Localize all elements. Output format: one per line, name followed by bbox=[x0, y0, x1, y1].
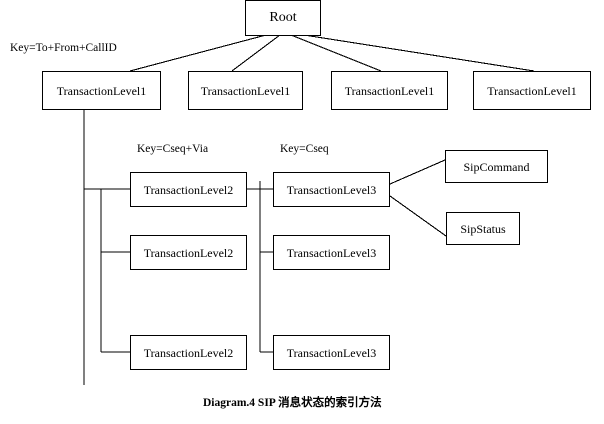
node-label: TransactionLevel1 bbox=[344, 83, 435, 98]
node-label: TransactionLevel3 bbox=[286, 245, 377, 260]
node-transaction-level1-1[interactable]: TransactionLevel1 bbox=[42, 71, 161, 110]
edge-root-to-level1-1 bbox=[129, 34, 267, 72]
node-transaction-level2-3[interactable]: TransactionLevel2 bbox=[130, 335, 247, 370]
edge-root-to-level1-2 bbox=[231, 34, 281, 72]
node-label: TransactionLevel1 bbox=[200, 83, 291, 98]
node-label: TransactionLevel3 bbox=[286, 345, 377, 360]
node-label: SipStatus bbox=[460, 221, 506, 236]
node-transaction-level2-1[interactable]: TransactionLevel2 bbox=[130, 172, 247, 207]
node-label: TransactionLevel2 bbox=[143, 245, 234, 260]
node-transaction-level3-1[interactable]: TransactionLevel3 bbox=[273, 172, 390, 207]
edge-level3-to-sipstatus bbox=[389, 195, 447, 237]
key-label-level3: Key=Cseq bbox=[280, 143, 329, 155]
diagram-caption: Diagram.4 SIP 消息状态的索引方法 bbox=[203, 397, 382, 409]
node-label: TransactionLevel3 bbox=[286, 182, 377, 197]
edge-root-to-level1-4 bbox=[303, 34, 535, 72]
edge-root-to-level1-3 bbox=[290, 34, 382, 72]
node-label: TransactionLevel1 bbox=[56, 83, 147, 98]
node-label: SipCommand bbox=[463, 159, 530, 174]
node-label: TransactionLevel1 bbox=[487, 83, 577, 98]
node-root[interactable]: Root bbox=[245, 0, 321, 36]
node-transaction-level1-2[interactable]: TransactionLevel1 bbox=[188, 71, 303, 110]
node-sip-status[interactable]: SipStatus bbox=[446, 212, 520, 245]
node-label: TransactionLevel2 bbox=[143, 182, 234, 197]
key-label-level2: Key=Cseq+Via bbox=[137, 143, 209, 155]
node-transaction-level3-2[interactable]: TransactionLevel3 bbox=[273, 235, 390, 270]
node-sip-command[interactable]: SipCommand bbox=[445, 150, 548, 183]
node-root-label: Root bbox=[269, 10, 297, 25]
node-transaction-level3-3[interactable]: TransactionLevel3 bbox=[273, 335, 390, 370]
node-label: TransactionLevel2 bbox=[143, 345, 234, 360]
node-transaction-level1-3[interactable]: TransactionLevel1 bbox=[331, 71, 448, 110]
edge-level3-to-sipcommand bbox=[389, 159, 446, 185]
node-transaction-level2-2[interactable]: TransactionLevel2 bbox=[130, 235, 247, 270]
node-transaction-level1-4[interactable]: TransactionLevel1 bbox=[473, 71, 591, 110]
key-label-level1: Key=To+From+CallID bbox=[10, 42, 117, 54]
